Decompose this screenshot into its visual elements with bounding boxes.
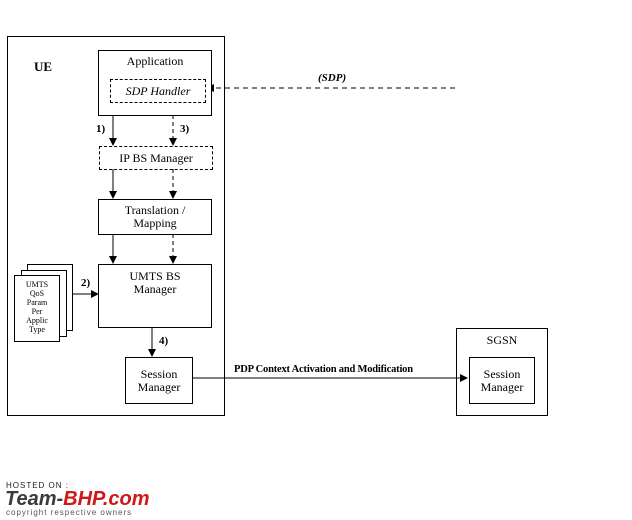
step1-label: 1)	[96, 123, 106, 135]
umts-bs-line2: Manager	[133, 282, 177, 296]
watermark-logo: Team-BHP.com	[5, 489, 150, 509]
sgsn-label: SGSN	[486, 333, 518, 347]
ip-bs-manager-label: IP BS Manager	[119, 150, 193, 165]
sdp-handler-label: SDP Handler	[125, 83, 191, 98]
sgsn-container	[456, 328, 548, 416]
qos-line-umts: UMTS	[25, 280, 49, 289]
ue-session-manager-box: Session Manager	[125, 357, 193, 404]
qos-doc-front: UMTS QoS Param Per Applic Type	[14, 275, 60, 342]
watermark-hosted: HOSTED ON :	[6, 481, 70, 490]
watermark-copyright: copyright respective owners	[6, 508, 133, 517]
ue-label: UE	[34, 59, 53, 74]
qos-line-type: Type	[29, 325, 45, 334]
ip-bs-manager-box: IP BS Manager	[99, 146, 213, 170]
qos-line-qos: QoS	[29, 289, 45, 298]
ue-session-line1: Session	[140, 366, 178, 381]
sdp-label: (SDP)	[318, 72, 347, 84]
step3-label: 3)	[180, 123, 190, 135]
sdp-handler-box: SDP Handler	[110, 79, 206, 103]
ue-container	[7, 36, 225, 416]
translation-line2: Mapping	[133, 216, 177, 230]
application-label: Application	[126, 54, 184, 68]
qos-line-param: Param	[26, 298, 48, 307]
sgsn-session-line1: Session	[483, 366, 521, 381]
qos-line-per: Per	[31, 307, 43, 316]
watermark-bhp: BHP	[63, 488, 103, 510]
translation-line1: Translation /	[124, 203, 186, 217]
sgsn-session-manager-box: Session Manager	[469, 357, 535, 404]
umts-bs-manager-box: UMTS BS Manager	[98, 264, 212, 328]
watermark-dotcom: .com	[102, 488, 150, 510]
umts-bs-line1: UMTS BS	[129, 269, 181, 283]
watermark-team: Team-	[5, 488, 64, 510]
qos-line-applic: Applic	[26, 316, 48, 325]
step4-label: 4)	[159, 335, 169, 347]
sgsn-session-line2: Manager	[480, 379, 524, 394]
step2-label: 2)	[81, 277, 91, 289]
pdp-label: PDP Context Activation and Modification	[234, 364, 413, 375]
ue-session-line2: Manager	[137, 379, 181, 394]
application-box	[98, 50, 212, 116]
translation-mapping-box: Translation / Mapping	[98, 199, 212, 235]
